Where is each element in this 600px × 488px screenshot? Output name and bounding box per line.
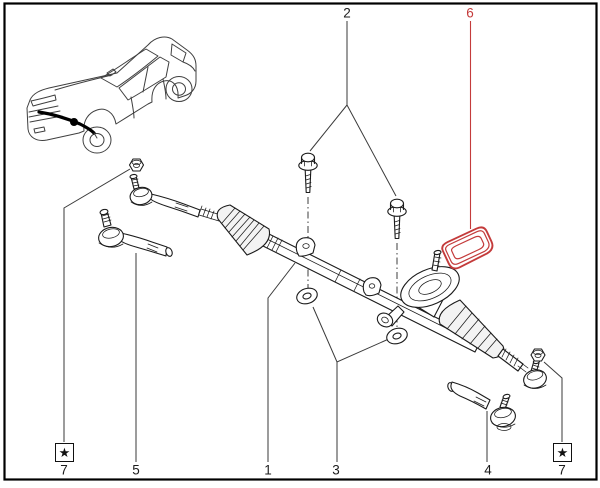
callout-3: 3: [332, 462, 340, 478]
inner-tie-rod-right: [497, 348, 547, 389]
steering-gear-assembly: [129, 173, 547, 389]
bellows-boot-left: [216, 204, 271, 256]
callout-4: 4: [484, 462, 492, 478]
diagram-border: [3, 2, 598, 481]
inner-tie-rod-left: [129, 173, 222, 222]
mounting-bolt-2: [387, 198, 407, 240]
star-note-box-left: ★: [55, 443, 74, 462]
tie-rod-nut-right: [530, 348, 546, 362]
washer-2: [384, 325, 410, 347]
highlighted-steering-gear-location: [37, 110, 98, 139]
callout-7-left: 7: [60, 462, 68, 478]
pinion-housing: [376, 249, 460, 328]
gasket-seal-highlighted: [441, 226, 494, 270]
star-note-box-right: ★: [553, 443, 572, 462]
callout-5: 5: [132, 462, 140, 478]
callout-2: 2: [343, 5, 351, 21]
star-icon: ★: [58, 445, 71, 460]
outer-tie-rod-end-right: [447, 381, 516, 431]
mount-bracket-1: [295, 237, 316, 257]
tie-rod-nut-left: [128, 158, 145, 172]
mount-flange: [400, 266, 460, 308]
callout-leader-lines: [63, 21, 563, 462]
callout-7-right: 7: [558, 462, 566, 478]
mount-bracket-2: [362, 277, 382, 297]
washer-1: [296, 287, 318, 305]
star-icon: ★: [556, 445, 569, 460]
callout-6: 6: [466, 5, 474, 21]
callout-1: 1: [264, 462, 272, 478]
vehicle-location-thumbnail: [26, 36, 197, 154]
outer-tie-rod-end-left: [98, 208, 173, 257]
mounting-bolt-1: [298, 152, 318, 194]
